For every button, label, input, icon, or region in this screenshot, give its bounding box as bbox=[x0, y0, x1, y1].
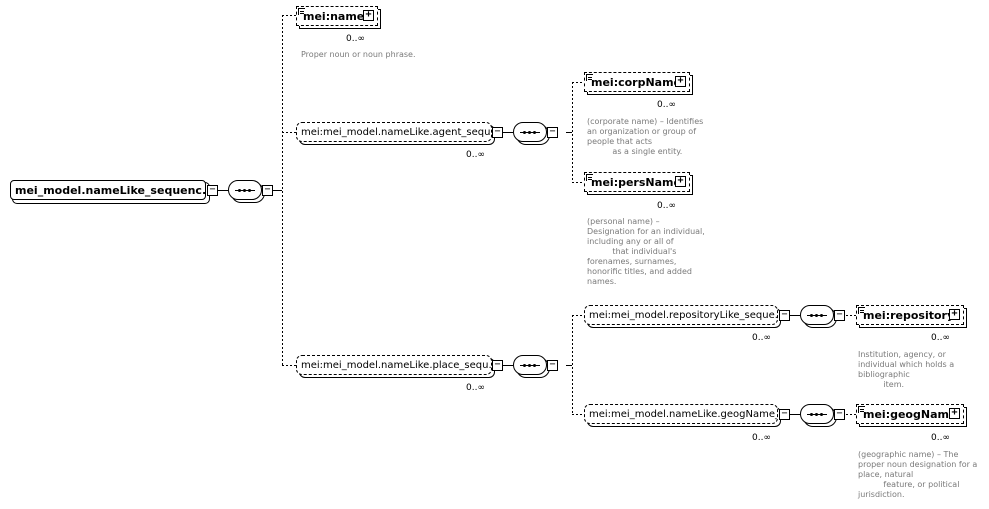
documentation-icon bbox=[298, 8, 305, 15]
plus-icon[interactable]: + bbox=[949, 309, 960, 320]
repositoryLike-cardinality: 0..∞ bbox=[752, 333, 771, 343]
element-persName[interactable]: mei:persName + bbox=[584, 172, 690, 192]
minus-icon[interactable]: − bbox=[779, 409, 790, 420]
corpName-documentation: (corporate name) – Identifies an organiz… bbox=[587, 117, 704, 156]
sequence-compositor-icon bbox=[800, 404, 834, 424]
documentation-icon bbox=[586, 174, 593, 181]
sequence-compositor-icon bbox=[228, 180, 262, 200]
place-sequence-label: mei:mei_model.nameLike.place_sequ... bbox=[301, 359, 492, 371]
agent-sequence-cardinality: 0..∞ bbox=[466, 150, 485, 160]
agent-sequence-label: mei:mei_model.nameLike.agent_sequ... bbox=[301, 126, 492, 138]
sequence-compositor-icon bbox=[513, 122, 547, 142]
place-sequence-group[interactable]: mei:mei_model.nameLike.place_sequ... bbox=[296, 355, 492, 375]
repositoryLike-sequence-label: mei:mei_model.repositoryLike_seque... bbox=[589, 309, 778, 321]
minus-icon[interactable]: − bbox=[547, 360, 558, 371]
persName-label: mei:persName bbox=[591, 175, 681, 189]
plus-icon[interactable]: + bbox=[949, 408, 960, 419]
repositoryLike-sequence-group[interactable]: mei:mei_model.repositoryLike_seque... bbox=[584, 305, 778, 325]
minus-icon[interactable]: − bbox=[779, 310, 790, 321]
agent-sequence-group[interactable]: mei:mei_model.nameLike.agent_sequ... bbox=[296, 122, 492, 142]
sequence-compositor-icon bbox=[800, 305, 834, 325]
minus-icon[interactable]: − bbox=[207, 185, 218, 196]
geogName-documentation: (geographic name) – The proper noun desi… bbox=[858, 450, 978, 499]
element-name-label: mei:name bbox=[303, 9, 365, 23]
persName-documentation: (personal name) – Designation for an ind… bbox=[587, 217, 705, 286]
repository-cardinality: 0..∞ bbox=[931, 333, 950, 343]
minus-icon[interactable]: − bbox=[492, 127, 503, 138]
root-group-label: mei_model.nameLike_sequenc... bbox=[15, 183, 206, 197]
element-repository[interactable]: mei:repository + bbox=[856, 305, 964, 325]
corpName-label: mei:corpName bbox=[591, 75, 682, 89]
plus-icon[interactable]: + bbox=[675, 76, 686, 87]
geogName-sequence-label: mei:mei_model.nameLike.geogName_... bbox=[589, 408, 778, 420]
plus-icon[interactable]: + bbox=[363, 10, 374, 21]
persName-cardinality: 0..∞ bbox=[657, 201, 676, 211]
minus-icon[interactable]: − bbox=[262, 185, 273, 196]
minus-icon[interactable]: − bbox=[834, 310, 845, 321]
repository-documentation: Institution, agency, or individual which… bbox=[858, 350, 955, 389]
documentation-icon bbox=[586, 74, 593, 81]
plus-icon[interactable]: + bbox=[675, 176, 686, 187]
name-documentation: Proper noun or noun phrase. bbox=[301, 50, 416, 59]
geogName-sequence-cardinality: 0..∞ bbox=[752, 433, 771, 443]
geogName-label: mei:geogName bbox=[863, 407, 957, 421]
element-corpName[interactable]: mei:corpName + bbox=[584, 72, 690, 92]
minus-icon[interactable]: − bbox=[547, 127, 558, 138]
documentation-icon bbox=[858, 406, 865, 413]
element-name[interactable]: mei:name + bbox=[296, 6, 378, 26]
sequence-compositor-icon bbox=[513, 355, 547, 375]
name-cardinality: 0..∞ bbox=[346, 34, 365, 44]
root-group-node[interactable]: mei_model.nameLike_sequenc... bbox=[10, 180, 206, 200]
minus-icon[interactable]: − bbox=[834, 409, 845, 420]
geogName-sequence-group[interactable]: mei:mei_model.nameLike.geogName_... bbox=[584, 404, 778, 424]
geogName-cardinality: 0..∞ bbox=[931, 433, 950, 443]
documentation-icon bbox=[858, 307, 865, 314]
corpName-cardinality: 0..∞ bbox=[657, 100, 676, 110]
place-sequence-cardinality: 0..∞ bbox=[466, 383, 485, 393]
repository-label: mei:repository bbox=[863, 308, 955, 322]
element-geogName[interactable]: mei:geogName + bbox=[856, 404, 964, 424]
minus-icon[interactable]: − bbox=[492, 360, 503, 371]
